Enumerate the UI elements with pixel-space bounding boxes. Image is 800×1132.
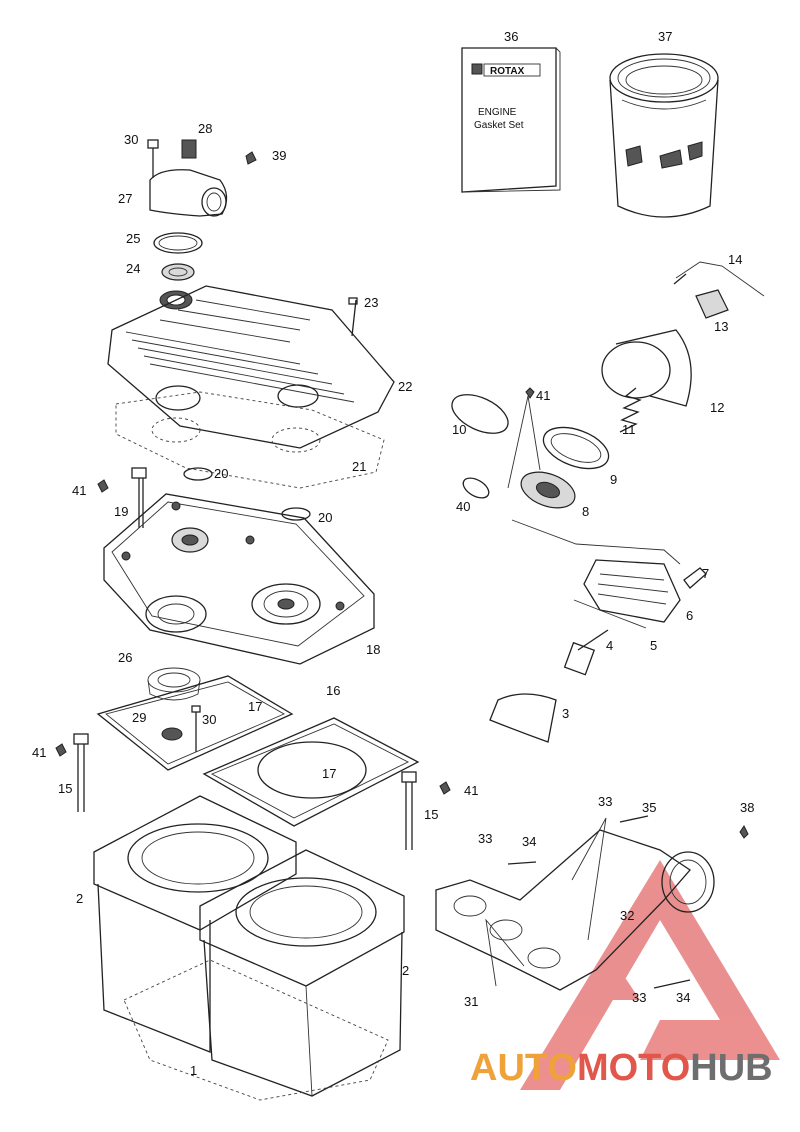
callout-11: 11 — [622, 422, 636, 437]
callout-24: 24 — [126, 261, 140, 276]
spring-11 — [619, 387, 642, 433]
callout-28: 28 — [198, 121, 212, 136]
callout-41: 41 — [72, 483, 86, 498]
callout-8: 8 — [582, 504, 589, 519]
callout-13: 13 — [714, 319, 728, 334]
head-bolt — [97, 467, 147, 528]
callout-41c: 41 — [464, 783, 478, 798]
callout-20b: 20 — [318, 510, 332, 525]
callout-6: 6 — [686, 608, 693, 623]
cylinder-head — [103, 493, 375, 665]
fuel-line-14 — [673, 261, 765, 297]
callout-34b: 34 — [676, 990, 690, 1005]
thermostat-housing — [147, 139, 257, 217]
callout-30b: 30 — [202, 712, 216, 727]
callout-27: 27 — [118, 191, 132, 206]
valve-housing-6 — [573, 559, 707, 629]
callout-15b: 15 — [424, 807, 438, 822]
o-rings — [183, 467, 311, 521]
callout-19: 19 — [114, 504, 128, 519]
diaphragm-9 — [542, 426, 610, 470]
watermark-part2: MOTO — [577, 1047, 690, 1089]
gasket-10 — [451, 394, 509, 434]
callout-17: 17 — [248, 699, 262, 714]
callout-14: 14 — [728, 252, 742, 267]
callout-33b: 33 — [478, 831, 492, 846]
intake-manifold — [435, 815, 749, 991]
watermark-part3: HUB — [690, 1047, 772, 1089]
piston-8 — [520, 387, 576, 509]
gasket-set-line2: Gasket Set — [474, 120, 524, 131]
head-gaskets — [96, 675, 420, 827]
callout-21: 21 — [352, 459, 366, 474]
callout-33: 33 — [598, 794, 612, 809]
callout-1: 1 — [190, 1063, 197, 1078]
callout-38: 38 — [740, 800, 754, 815]
rave-cover-12 — [601, 329, 692, 407]
callout-20: 20 — [214, 466, 228, 481]
callout-7: 7 — [702, 566, 709, 581]
callout-41d: 41 — [536, 388, 550, 403]
head-thermostat — [147, 667, 201, 752]
callout-36: 36 — [504, 29, 518, 44]
callout-35: 35 — [642, 800, 656, 815]
callout-15: 15 — [58, 781, 72, 796]
cylinder-front — [199, 849, 405, 1097]
shaft-4-3 — [489, 629, 609, 743]
leader-lines-right — [507, 395, 681, 565]
callout-33c: 33 — [632, 990, 646, 1005]
valve-13 — [695, 289, 729, 319]
watermark-triangle — [520, 860, 780, 1090]
callout-9: 9 — [610, 472, 617, 487]
callout-37: 37 — [658, 29, 672, 44]
callout-16: 16 — [326, 683, 340, 698]
callout-labels: 36 37 28 30 39 27 25 24 23 22 21 20 20 4… — [32, 29, 754, 1078]
watermark-part1: AUTO — [470, 1047, 577, 1089]
base-gasket — [123, 959, 389, 1101]
gasket-set-line1: ENGINE — [478, 107, 517, 118]
callout-23: 23 — [364, 295, 378, 310]
o-ring-40 — [462, 477, 490, 499]
callout-29: 29 — [132, 710, 146, 725]
callout-3: 3 — [562, 706, 569, 721]
callout-40: 40 — [456, 499, 470, 514]
callout-10: 10 — [452, 422, 466, 437]
callout-4: 4 — [606, 638, 613, 653]
callout-41b: 41 — [32, 745, 46, 760]
callout-5: 5 — [650, 638, 657, 653]
callout-30: 30 — [124, 132, 138, 147]
callout-39: 39 — [272, 148, 286, 163]
callout-25: 25 — [126, 231, 140, 246]
callout-34: 34 — [522, 834, 536, 849]
cylinder-liner — [609, 53, 719, 218]
gasket-set-brand: ROTAX — [490, 66, 525, 77]
callout-2b: 2 — [402, 963, 409, 978]
gasket-set-book: ROTAX ENGINE Gasket Set — [461, 47, 561, 193]
callout-32: 32 — [620, 908, 634, 923]
callout-18: 18 — [366, 642, 380, 657]
callout-22: 22 — [398, 379, 412, 394]
head-cover-gasket — [115, 391, 385, 489]
thermostat-seals — [153, 232, 203, 310]
callout-2: 2 — [76, 891, 83, 906]
callout-26: 26 — [118, 650, 132, 665]
cylinder-rear — [93, 795, 297, 1053]
callout-12: 12 — [710, 400, 724, 415]
svg-text:AUTOMOTOHUB: AUTOMOTOHUB — [470, 1047, 773, 1089]
callout-17b: 17 — [322, 766, 336, 781]
head-cover — [107, 285, 395, 449]
cylinder-studs — [55, 733, 451, 850]
callout-31: 31 — [464, 994, 478, 1009]
watermark-text: AUTOMOTOHUB — [470, 1047, 773, 1089]
